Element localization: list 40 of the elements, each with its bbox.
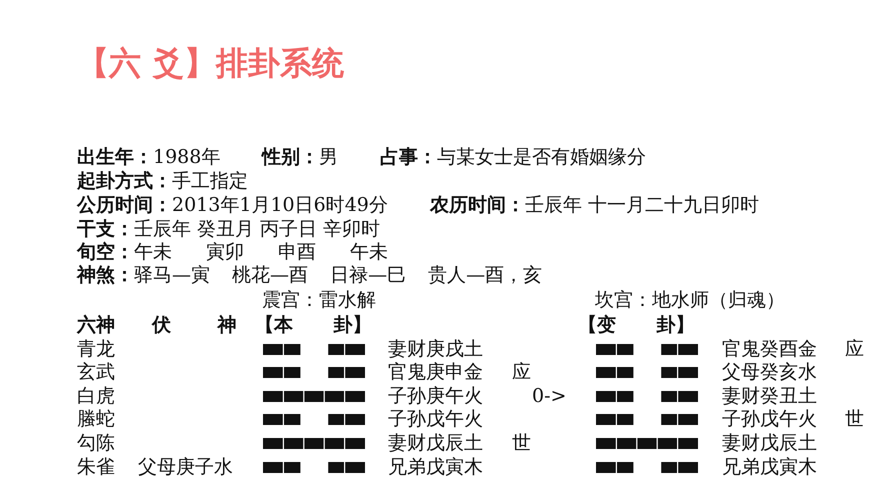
line-relation-label: 兄弟戊寅木: [388, 456, 483, 478]
position-mark: 应: [845, 338, 864, 360]
line-relation-label: 子孙戊午火: [722, 408, 817, 430]
page-title: 【六 爻】排卦系统: [77, 44, 344, 82]
lunar-date-text: 农历时间：壬辰年 十一月二十九日卯时: [430, 194, 760, 216]
position-mark: 世: [512, 432, 531, 454]
column-header: 【变 卦】: [578, 314, 695, 336]
moving-line-mark: 0->: [532, 385, 566, 407]
line-relation-label: 妻财戊辰土: [722, 432, 817, 454]
line-relation-label: 子孙戊午火: [388, 408, 483, 430]
line-relation-label: 妻财癸丑土: [722, 385, 817, 407]
six-spirit-label: 玄武: [77, 361, 115, 383]
method-text: 起卦方式：手工指定: [77, 170, 248, 192]
line-relation-label: 兄弟戊寅木: [722, 456, 817, 478]
spirit-stars-text: 神煞：驿马—寅 桃花—酉 日禄—巳 贵人—酉，亥: [77, 264, 542, 286]
line-relation-label: 妻财戊辰土: [388, 432, 483, 454]
stems-branches-text: 干支：壬辰年 癸丑月 丙子日 辛卯时: [77, 218, 380, 240]
position-mark: 世: [845, 408, 864, 430]
line-relation-label: 妻财庚戌土: [388, 338, 483, 360]
line-relation-label: 官鬼庚申金: [388, 361, 483, 383]
six-spirit-label: 勾陈: [77, 432, 115, 454]
void-branches-text: 旬空：午未 寅卯 申酉 午未: [77, 241, 388, 263]
hidden-spirit-label: 父母庚子水: [138, 456, 233, 478]
palace-heading: 坎宫：地水师（归魂）: [595, 289, 785, 311]
six-spirit-label: 白虎: [77, 385, 115, 407]
position-mark: 应: [512, 361, 531, 383]
question-text: 占事：与某女士是否有婚姻缘分: [380, 146, 646, 168]
birth-year-text: 出生年：1988年: [77, 146, 220, 168]
six-spirit-label: 螣蛇: [77, 408, 115, 430]
line-relation-label: 官鬼癸酉金: [722, 338, 817, 360]
solar-date-text: 公历时间：2013年1月10日6时49分: [77, 194, 388, 216]
six-spirit-label: 朱雀: [77, 456, 115, 478]
line-relation-label: 子孙庚午火: [388, 385, 483, 407]
line-relation-label: 父母癸亥水: [722, 361, 817, 383]
column-header: 【本 卦】: [255, 314, 372, 336]
column-header: 六神: [77, 314, 115, 336]
six-spirit-label: 青龙: [77, 338, 115, 360]
column-header: 伏 神: [152, 314, 237, 336]
palace-heading: 震宫：雷水解: [262, 289, 376, 311]
gender-text: 性别：男: [262, 146, 338, 168]
